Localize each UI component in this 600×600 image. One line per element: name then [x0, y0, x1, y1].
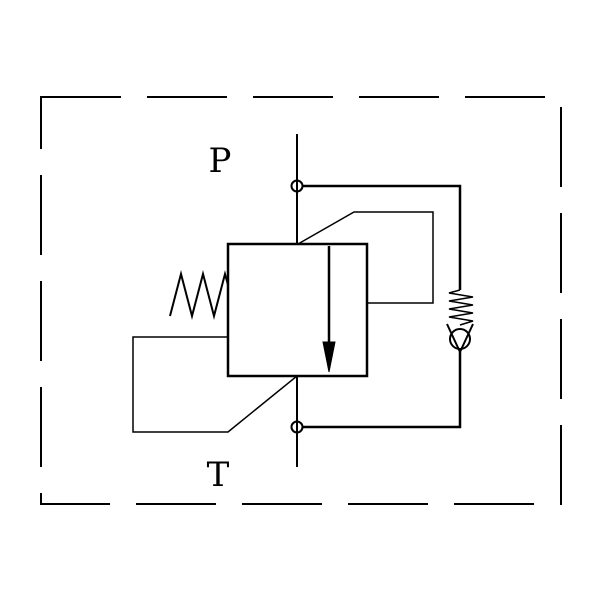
port-label-t: T [207, 455, 230, 495]
port-label-p: P [209, 141, 232, 181]
dashed-enclosure [40, 96, 562, 505]
spring-icon [169, 270, 229, 320]
junction-p [290, 179, 304, 193]
bypass-line-bottom [303, 352, 462, 429]
valve-body [226, 242, 369, 378]
drain-line-lower [132, 336, 298, 433]
bypass-line-top [303, 184, 462, 290]
check-valve-ball-icon [449, 328, 471, 350]
junction-t [290, 420, 304, 434]
pilot-line-upper [297, 211, 434, 304]
check-valve-spring-icon [448, 289, 474, 326]
flow-arrow-head [322, 341, 336, 373]
